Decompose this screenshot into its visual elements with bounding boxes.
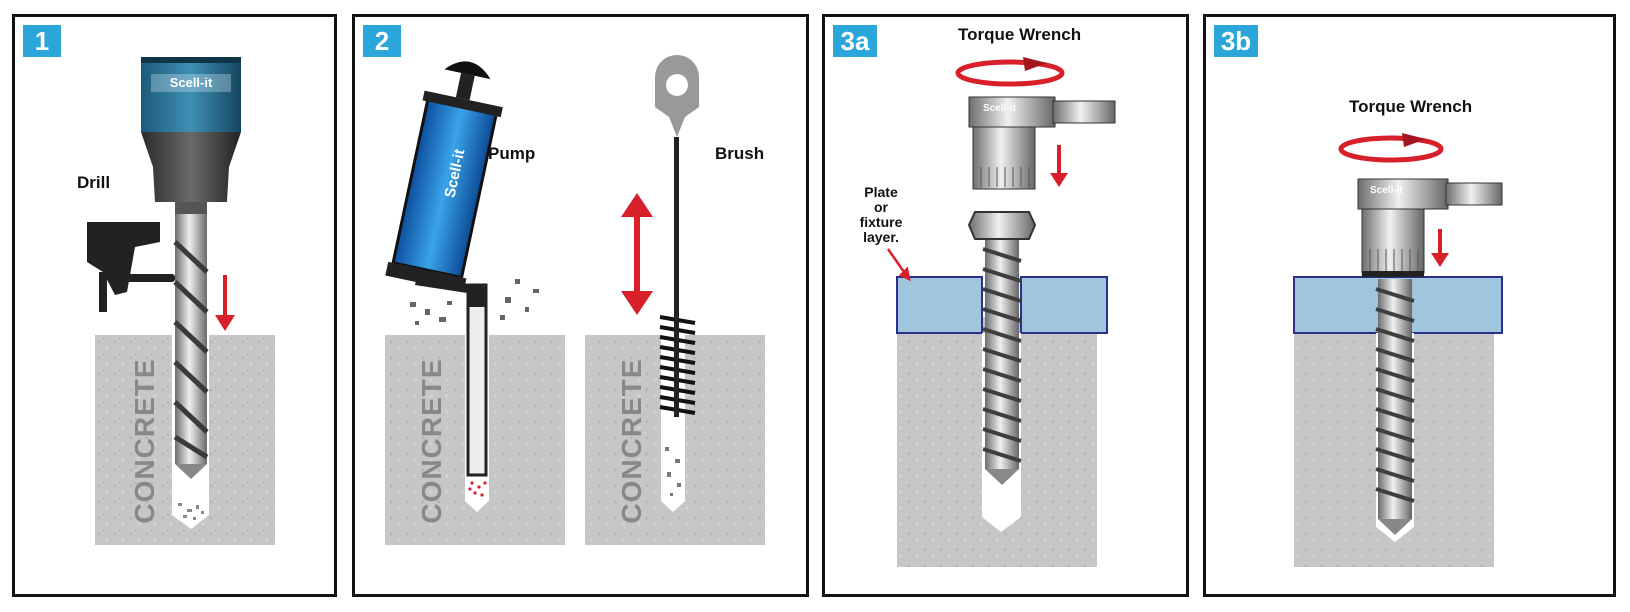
drill-handle xyxy=(87,222,175,312)
rotation-arrow xyxy=(1338,135,1444,163)
wrench-socket xyxy=(1361,206,1425,274)
plate-label-line1: Plate xyxy=(864,184,898,200)
step-badge-3a: 3a xyxy=(833,25,877,57)
brush-label: Brush xyxy=(715,144,765,163)
plate-label-line3: fixture xyxy=(859,214,903,230)
up-down-arrow xyxy=(621,193,653,315)
panel-step-1: 1 xyxy=(12,14,337,597)
pump-nozzle xyxy=(466,283,488,477)
cleaning-illustration xyxy=(385,55,765,545)
pump-label: Pump xyxy=(488,144,536,163)
brand-logo-wrench: Scell-it xyxy=(1370,185,1403,196)
wrench-head xyxy=(1357,178,1449,210)
screw-head xyxy=(967,211,1037,240)
step-badge-2: 2 xyxy=(363,25,401,57)
drill-dust xyxy=(178,503,204,520)
plate-label: Plate or fixture layer. xyxy=(853,185,909,245)
torque-wrench-illustration-3a xyxy=(886,57,1116,567)
wrench-handle xyxy=(1445,182,1503,206)
fixture-plate-right xyxy=(1020,276,1108,334)
drill-chuck xyxy=(141,132,241,202)
torque-wrench-label: Torque Wrench xyxy=(958,25,1082,44)
brand-logo-drill: Scell-it xyxy=(169,75,213,90)
step-badge-3b: 3b xyxy=(1214,25,1258,57)
torque-wrench-illustration-3b xyxy=(1293,133,1503,567)
wrench-head xyxy=(968,96,1056,128)
down-arrow xyxy=(1050,145,1068,187)
plate-label-line4: layer. xyxy=(863,229,899,245)
drill-label: Drill xyxy=(77,173,111,192)
concrete-label-right: CONCRETE xyxy=(616,358,647,524)
panel-step-3a: 3a xyxy=(822,14,1189,597)
concrete-label: CONCRETE xyxy=(129,358,160,524)
fixture-plate-left xyxy=(896,276,983,334)
plate-pointer-arrow xyxy=(886,248,911,282)
wrench-handle xyxy=(1052,100,1116,124)
plate-label-line2: or xyxy=(874,199,888,215)
wrench-socket xyxy=(972,124,1036,190)
torque-wrench-label: Torque Wrench xyxy=(1349,97,1473,116)
brush xyxy=(655,55,699,417)
brand-logo-wrench: Scell-it xyxy=(983,103,1016,114)
rotation-arrow xyxy=(955,59,1065,87)
panel-step-2: 2 xyxy=(352,14,809,597)
down-arrow xyxy=(1431,229,1449,267)
down-arrow xyxy=(215,275,235,331)
concrete-label-left: CONCRETE xyxy=(416,358,447,524)
step-badge-1: 1 xyxy=(23,25,61,57)
debris xyxy=(410,279,539,325)
drill-motor-housing xyxy=(141,57,241,132)
panel-step-3b: 3b xyxy=(1203,14,1616,597)
drilling-illustration xyxy=(87,57,275,545)
